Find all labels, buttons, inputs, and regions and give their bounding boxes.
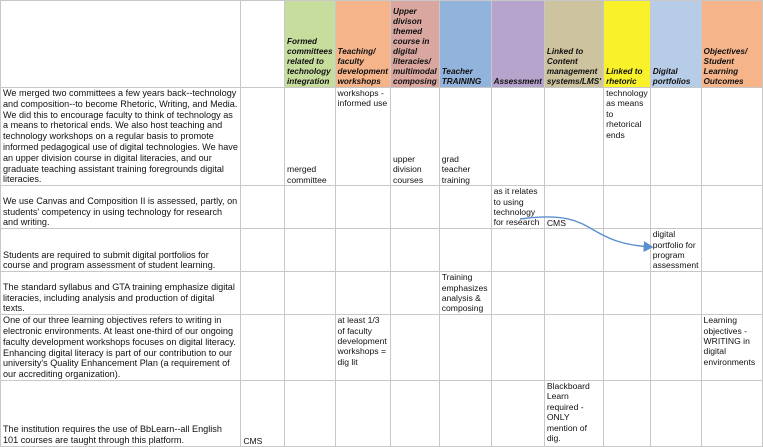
narrative-cell[interactable]: Students are required to submit digital … xyxy=(0,228,242,273)
header-rhetoric[interactable]: Linked to rhetoric xyxy=(603,0,651,88)
table-cell[interactable] xyxy=(700,379,763,447)
table-cell[interactable] xyxy=(438,314,492,381)
table-cell[interactable] xyxy=(284,185,336,230)
table-cell[interactable] xyxy=(543,271,605,316)
narrative-cell[interactable]: We use Canvas and Composition II is asse… xyxy=(0,185,242,230)
table-cell[interactable] xyxy=(390,314,440,381)
header-lms[interactable]: Linked to Content management systems/LMS… xyxy=(543,0,605,88)
table-cell[interactable]: CMS xyxy=(543,185,605,230)
table-cell[interactable]: CMS xyxy=(240,379,286,447)
header-teacher-training[interactable]: Teacher TRAINING xyxy=(438,0,492,88)
narrative-cell[interactable]: One of our three learning objectives ref… xyxy=(0,314,242,381)
table-cell[interactable] xyxy=(390,379,440,447)
table-cell[interactable] xyxy=(649,86,702,187)
table-cell[interactable] xyxy=(649,271,702,316)
table-cell[interactable] xyxy=(603,379,651,447)
table-cell[interactable] xyxy=(490,271,545,316)
table-cell[interactable]: grad teacher training xyxy=(438,86,492,187)
header-objectives[interactable]: Objectives/ Student Learning Outcomes xyxy=(700,0,763,88)
table-cell[interactable] xyxy=(284,379,336,447)
table-cell[interactable] xyxy=(240,314,286,381)
table-cell[interactable]: Training emphasizes analysis & composing xyxy=(438,271,492,316)
table-cell[interactable] xyxy=(438,185,492,230)
table-cell[interactable]: upper division courses xyxy=(390,86,440,187)
table-cell[interactable]: technology as means to rhetorical ends xyxy=(603,86,651,187)
table-cell[interactable]: merged committee xyxy=(284,86,336,187)
table-cell[interactable] xyxy=(649,379,702,447)
header-digital-portfolios[interactable]: Digital portfolios xyxy=(649,0,702,88)
table-row: We use Canvas and Composition II is asse… xyxy=(0,185,763,230)
table-cell[interactable] xyxy=(284,228,336,273)
table-row: The institution requires the use of BbLe… xyxy=(0,379,763,447)
table-cell[interactable] xyxy=(700,228,763,273)
table-row: Students are required to submit digital … xyxy=(0,228,763,273)
table-row: One of our three learning objectives ref… xyxy=(0,314,763,381)
table-cell[interactable] xyxy=(438,228,492,273)
table-cell[interactable] xyxy=(490,228,545,273)
table-cell[interactable] xyxy=(334,379,392,447)
table-cell[interactable] xyxy=(240,228,286,273)
table-cell[interactable] xyxy=(390,271,440,316)
table-cell[interactable]: at least 1/3 of faculty development work… xyxy=(334,314,392,381)
table-cell[interactable] xyxy=(603,271,651,316)
narrative-cell[interactable]: The institution requires the use of BbLe… xyxy=(0,379,242,447)
table-cell[interactable] xyxy=(543,314,605,381)
header-upper-division-course[interactable]: Upper divison themed course in digital l… xyxy=(390,0,440,88)
table-cell[interactable] xyxy=(390,185,440,230)
table-cell[interactable] xyxy=(390,228,440,273)
table-cell[interactable]: Blackboard Learn required - ONLY mention… xyxy=(543,379,605,447)
table-cell[interactable] xyxy=(700,271,763,316)
narrative-cell[interactable]: We merged two committees a few years bac… xyxy=(0,86,242,187)
table-cell[interactable] xyxy=(240,185,286,230)
table-cell[interactable] xyxy=(284,271,336,316)
table-cell[interactable] xyxy=(603,228,651,273)
table-cell[interactable]: as it relates to using technology for re… xyxy=(490,185,545,230)
header-cell[interactable] xyxy=(240,0,286,88)
header-workshops[interactable]: Teaching/ faculty development workshops xyxy=(334,0,392,88)
narrative-cell[interactable]: The standard syllabus and GTA training e… xyxy=(0,271,242,316)
table-row: The standard syllabus and GTA training e… xyxy=(0,271,763,316)
table-cell[interactable]: workshops - informed use xyxy=(334,86,392,187)
table-cell[interactable] xyxy=(438,379,492,447)
table-cell[interactable] xyxy=(334,271,392,316)
table-cell[interactable] xyxy=(240,86,286,187)
table-cell[interactable]: Learning objectives - WRITING in digital… xyxy=(700,314,763,381)
header-assessment[interactable]: Assessment xyxy=(490,0,545,88)
table-row: We merged two committees a few years bac… xyxy=(0,86,763,187)
table-cell[interactable] xyxy=(240,271,286,316)
table-cell[interactable] xyxy=(649,185,702,230)
table-cell[interactable] xyxy=(603,314,651,381)
table-cell[interactable] xyxy=(284,314,336,381)
table-cell[interactable] xyxy=(334,185,392,230)
table-cell[interactable] xyxy=(490,314,545,381)
header-committees[interactable]: Formed committees related to technology … xyxy=(284,0,336,88)
table-cell[interactable] xyxy=(334,228,392,273)
table-cell[interactable] xyxy=(490,86,545,187)
table-cell[interactable] xyxy=(649,314,702,381)
table-cell[interactable]: digital portfolio for program assessment xyxy=(649,228,702,273)
table-cell[interactable] xyxy=(700,86,763,187)
table-cell[interactable] xyxy=(603,185,651,230)
header-row: Formed committees related to technology … xyxy=(0,0,763,88)
table-cell[interactable] xyxy=(490,379,545,447)
table-cell[interactable] xyxy=(700,185,763,230)
header-cell[interactable] xyxy=(0,0,242,88)
table-cell[interactable] xyxy=(543,228,605,273)
table-cell[interactable] xyxy=(543,86,605,187)
